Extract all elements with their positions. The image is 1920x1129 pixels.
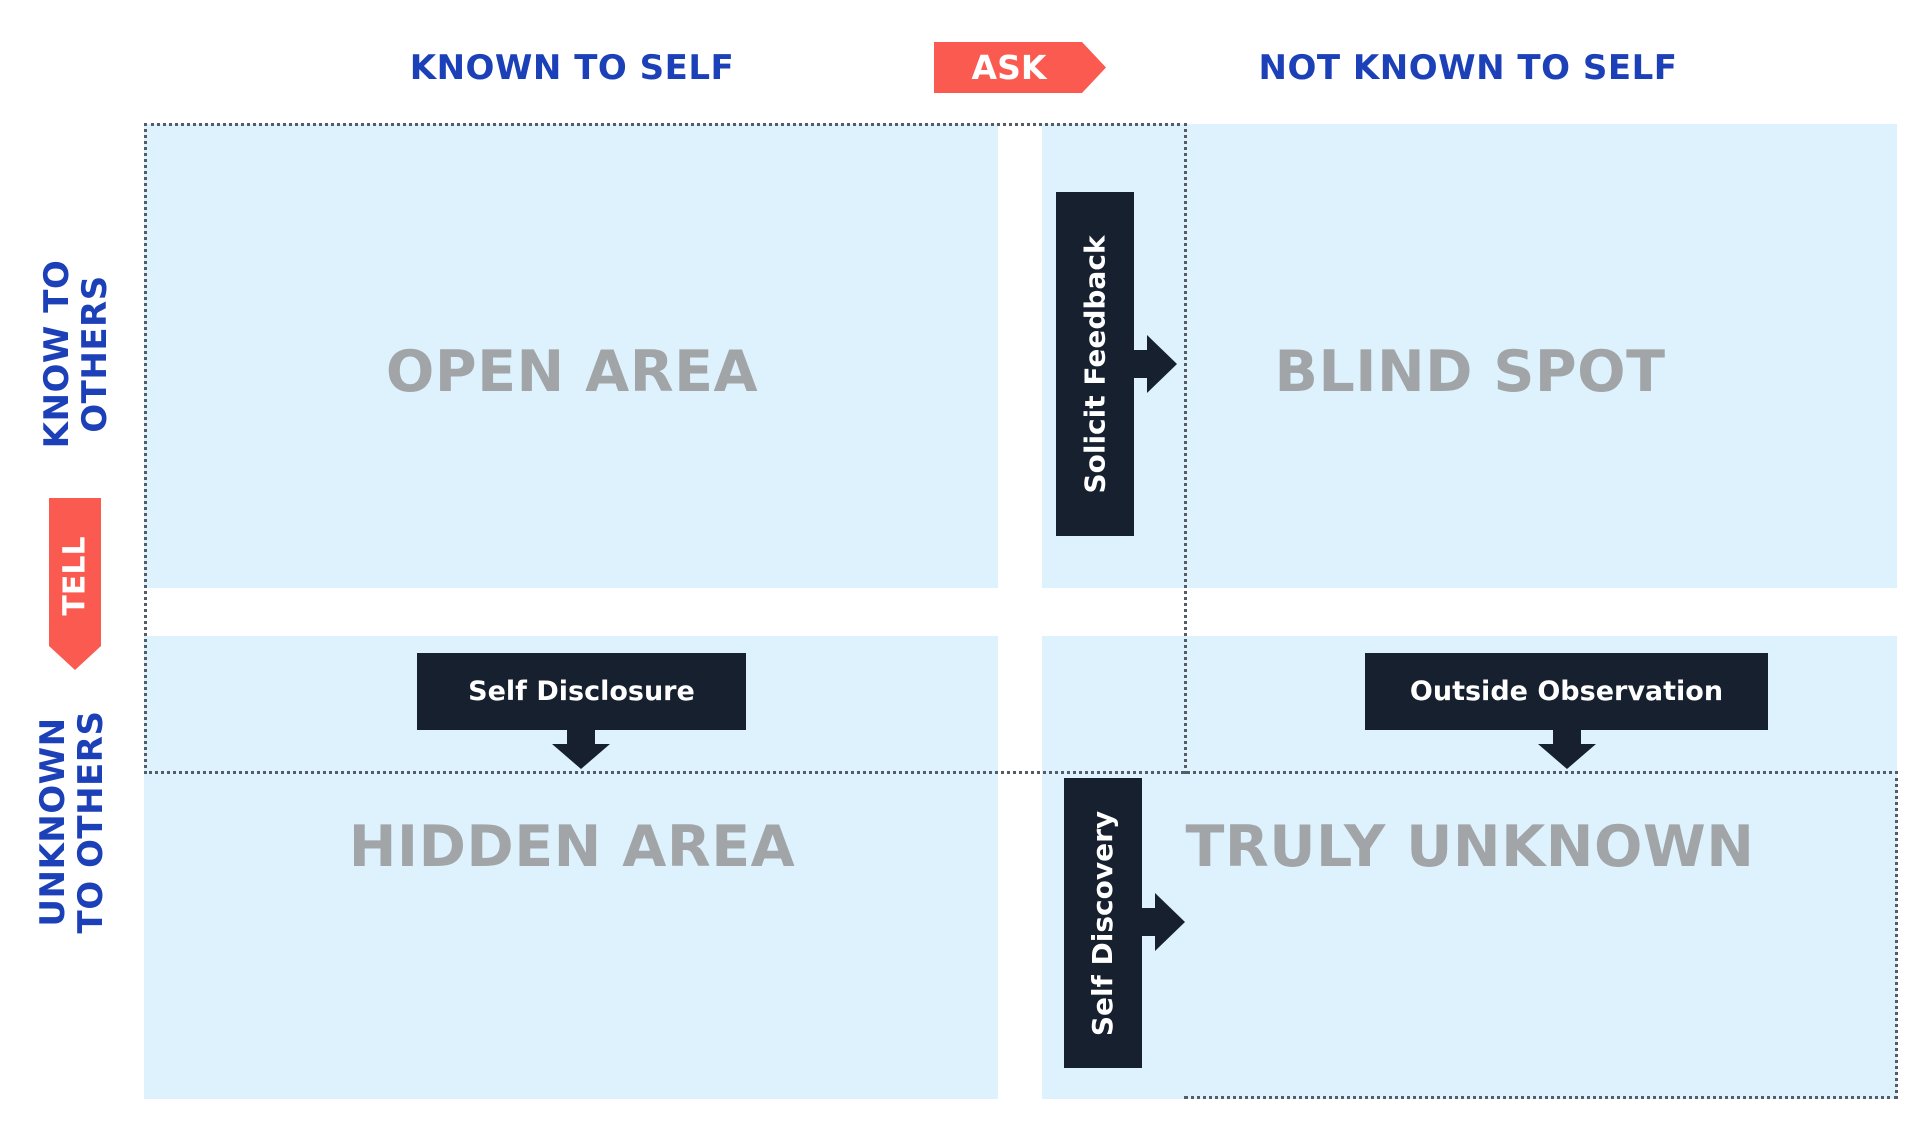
- ask-arrow: ASK: [934, 42, 1106, 93]
- self-disclosure-arrow-icon: [552, 744, 610, 769]
- open-area-label: OPEN AREA: [385, 339, 759, 405]
- self-disclosure-box: Self Disclosure: [417, 653, 746, 730]
- open-area-quadrant: [144, 124, 998, 588]
- know-to-others-label: KNOW TO OTHERS: [37, 259, 115, 449]
- self-discovery-label: Self Discovery: [1086, 810, 1120, 1036]
- solicit-feedback-arrow-icon: [1147, 335, 1177, 393]
- self-discovery-arrow-icon: [1155, 893, 1185, 951]
- tell-arrow: TELL: [49, 498, 101, 670]
- hidden-area-label: HIDDEN AREA: [348, 814, 796, 880]
- hidden-area-dotted-line: [144, 771, 1898, 774]
- self-disclosure-label: Self Disclosure: [468, 676, 695, 707]
- tell-label: TELL: [57, 536, 93, 616]
- open-area-dotted-outline: [144, 123, 1187, 774]
- outside-observation-arrow-icon: [1538, 744, 1596, 769]
- solicit-feedback-arrow-stem: [1132, 350, 1148, 378]
- know-to-others-line2: OTHERS: [75, 275, 115, 433]
- solicit-feedback-box: Solicit Feedback: [1056, 192, 1134, 536]
- tell-arrow-shape: [49, 498, 101, 670]
- ask-arrow-shape: [934, 42, 1106, 93]
- truly-unknown-dotted-outline: [1184, 771, 1898, 1099]
- outside-observation-box: Outside Observation: [1365, 653, 1768, 730]
- not-known-to-self-header: NOT KNOWN TO SELF: [1258, 48, 1678, 88]
- self-discovery-arrow-stem: [1140, 908, 1156, 936]
- solicit-feedback-label: Solicit Feedback: [1078, 234, 1112, 494]
- known-to-self-header: KNOWN TO SELF: [409, 48, 735, 88]
- unknown-to-others-line1: UNKNOWN: [33, 717, 73, 927]
- self-disclosure-arrow-stem: [567, 729, 595, 745]
- blind-spot-label: BLIND SPOT: [1274, 339, 1666, 405]
- outside-observation-label: Outside Observation: [1409, 676, 1724, 707]
- self-discovery-box: Self Discovery: [1064, 778, 1142, 1068]
- ask-label: ASK: [971, 48, 1047, 87]
- truly-unknown-label: TRULY UNKNOWN: [1185, 814, 1755, 880]
- outside-observation-arrow-stem: [1553, 729, 1581, 745]
- unknown-to-others-label: UNKNOWN TO OTHERS: [33, 710, 111, 934]
- know-to-others-line1: KNOW TO: [37, 259, 77, 449]
- unknown-to-others-line2: TO OTHERS: [71, 710, 111, 934]
